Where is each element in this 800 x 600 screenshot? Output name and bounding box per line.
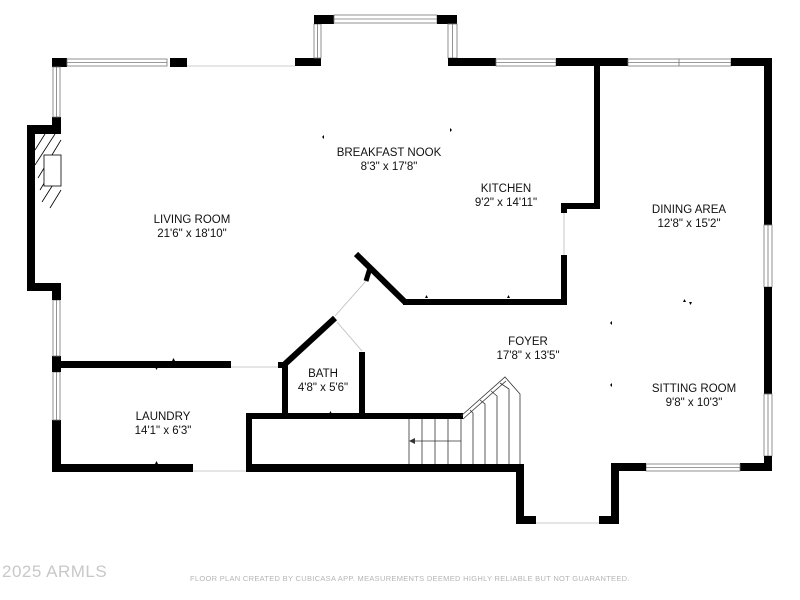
room-label-sitting-room: SITTING ROOM 9'8" x 10'3" [652,382,736,410]
room-label-bath: BATH 4'8" x 5'6" [298,367,348,395]
room-name: BREAKFAST NOOK [336,147,442,159]
room-dimensions: 4'8" x 5'6" [297,382,349,394]
room-dimensions: 17'8" x 13'5" [496,350,560,362]
room-name: LAUNDRY [135,411,191,423]
room-name: SITTING ROOM [651,383,737,395]
room-label-dining-area: DINING AREA 12'8" x 15'2" [652,203,726,231]
room-name: BATH [308,368,338,380]
staircase [408,376,521,464]
room-dimensions: 9'2" x 14'11" [474,197,538,209]
exterior-walls [27,14,773,524]
room-label-laundry: LAUNDRY 14'1" x 6'3" [135,410,192,438]
interior-walls [61,58,600,472]
room-label-living-room: LIVING ROOM 21'6" x 18'10" [154,213,231,241]
watermark: 2025 ARMLS [2,562,108,581]
room-name: DINING AREA [651,204,727,216]
fireplace [34,133,62,209]
room-name: FOYER [508,336,548,348]
room-label-breakfast-nook: BREAKFAST NOOK 8'3" x 17'8" [337,146,442,174]
room-dimensions: 8'3" x 17'8" [360,161,418,173]
dimension-markers [155,128,692,464]
room-name: LIVING ROOM [153,214,231,226]
room-dimensions: 12'8" x 15'2" [657,218,721,230]
room-dimensions: 21'6" x 18'10" [157,228,227,240]
room-dimensions: 14'1" x 6'3" [134,425,192,437]
disclaimer-text: FLOOR PLAN CREATED BY CUBICASA APP. MEAS… [190,574,630,583]
room-label-foyer: FOYER 17'8" x 13'5" [496,335,559,363]
room-name: KITCHEN [480,183,532,195]
room-dimensions: 9'8" x 10'3" [665,397,723,409]
room-label-kitchen: KITCHEN 9'2" x 14'11" [475,182,537,210]
